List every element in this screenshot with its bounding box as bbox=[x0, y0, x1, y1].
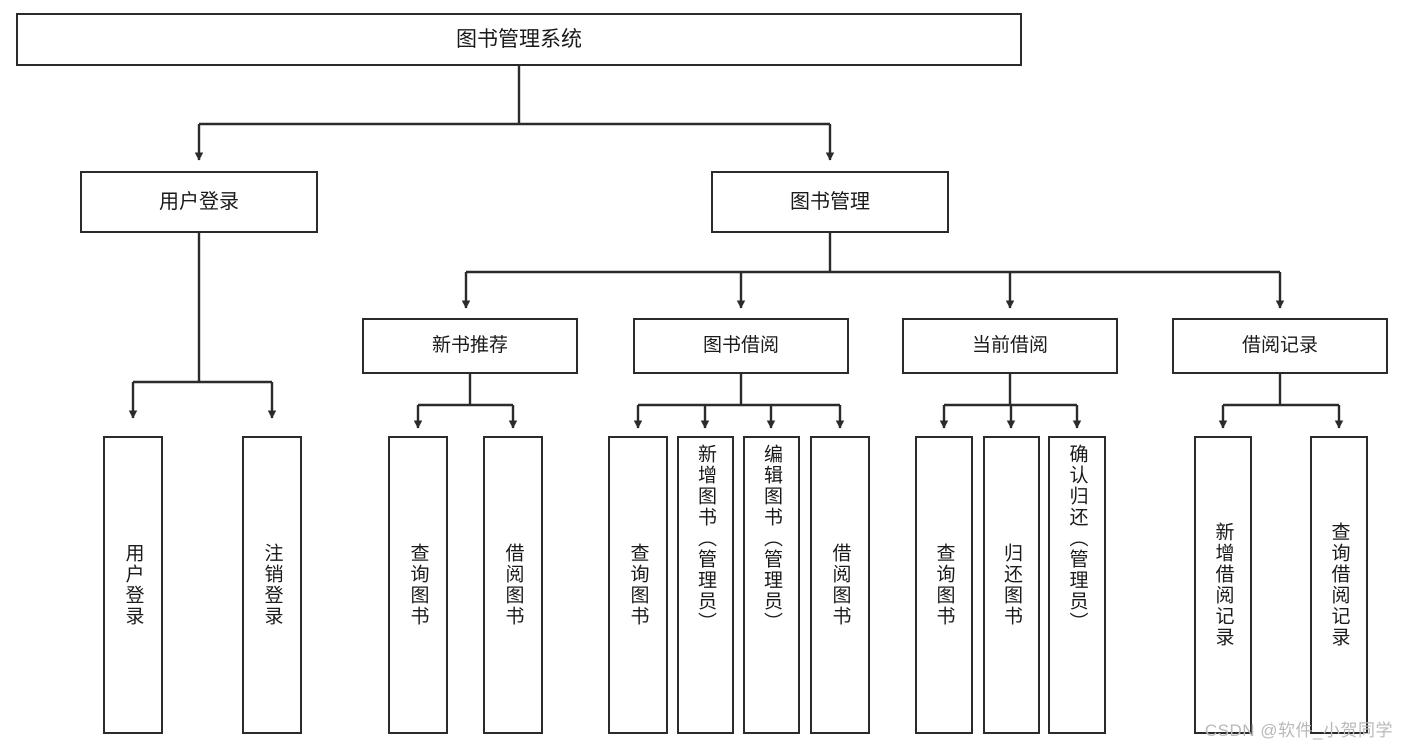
node-book-management-label: 图书管理 bbox=[790, 190, 870, 213]
leaf-borrow-book-recommend[interactable]: 借阅图书 bbox=[483, 436, 543, 734]
node-current-borrow-label: 当前借阅 bbox=[971, 335, 1048, 357]
leaf-confirm-return-admin[interactable]: 确认归还（管理员） bbox=[1048, 436, 1106, 734]
leaf-add-book-admin-label: 新增图书（管理员） bbox=[695, 444, 716, 633]
leaf-query-book-borrow[interactable]: 查询图书 bbox=[608, 436, 668, 734]
node-book-borrow[interactable]: 图书借阅 bbox=[633, 318, 849, 374]
leaf-borrow-book[interactable]: 借阅图书 bbox=[810, 436, 870, 734]
leaf-query-borrow-record-label: 查询借阅记录 bbox=[1328, 522, 1350, 648]
leaf-add-borrow-record[interactable]: 新增借阅记录 bbox=[1194, 436, 1252, 734]
leaf-query-book-recommend-label: 查询图书 bbox=[407, 543, 429, 627]
leaf-query-book-current[interactable]: 查询图书 bbox=[915, 436, 973, 734]
leaf-return-book-label: 归还图书 bbox=[1001, 543, 1022, 627]
leaf-edit-book-admin-label: 编辑图书（管理员） bbox=[761, 444, 782, 633]
leaf-edit-book-admin[interactable]: 编辑图书（管理员） bbox=[743, 436, 800, 734]
leaf-query-book-borrow-label: 查询图书 bbox=[627, 543, 649, 627]
leaf-confirm-return-admin-label: 确认归还（管理员） bbox=[1066, 444, 1088, 633]
node-user-login[interactable]: 用户登录 bbox=[80, 171, 318, 233]
leaf-logout-label: 注销登录 bbox=[261, 543, 283, 627]
leaf-return-book[interactable]: 归还图书 bbox=[983, 436, 1040, 734]
leaf-logout[interactable]: 注销登录 bbox=[242, 436, 302, 734]
leaf-user-login[interactable]: 用户登录 bbox=[103, 436, 163, 734]
node-new-book-recommend-label: 新书推荐 bbox=[431, 335, 508, 357]
node-book-management[interactable]: 图书管理 bbox=[711, 171, 949, 233]
node-borrow-record-label: 借阅记录 bbox=[1241, 335, 1318, 357]
leaf-add-borrow-record-label: 新增借阅记录 bbox=[1212, 522, 1234, 648]
leaf-borrow-book-label: 借阅图书 bbox=[829, 543, 851, 627]
node-user-login-label: 用户登录 bbox=[159, 190, 239, 213]
node-new-book-recommend[interactable]: 新书推荐 bbox=[362, 318, 578, 374]
leaf-query-book-current-label: 查询图书 bbox=[933, 543, 955, 627]
node-book-borrow-label: 图书借阅 bbox=[702, 335, 779, 357]
leaf-borrow-book-recommend-label: 借阅图书 bbox=[502, 543, 524, 627]
leaf-user-login-label: 用户登录 bbox=[122, 543, 144, 627]
node-borrow-record[interactable]: 借阅记录 bbox=[1172, 318, 1388, 374]
node-root[interactable]: 图书管理系统 bbox=[16, 13, 1022, 66]
leaf-query-book-recommend[interactable]: 查询图书 bbox=[388, 436, 448, 734]
leaf-query-borrow-record[interactable]: 查询借阅记录 bbox=[1310, 436, 1368, 734]
leaf-add-book-admin[interactable]: 新增图书（管理员） bbox=[677, 436, 734, 734]
node-current-borrow[interactable]: 当前借阅 bbox=[902, 318, 1118, 374]
node-root-label: 图书管理系统 bbox=[456, 27, 582, 51]
